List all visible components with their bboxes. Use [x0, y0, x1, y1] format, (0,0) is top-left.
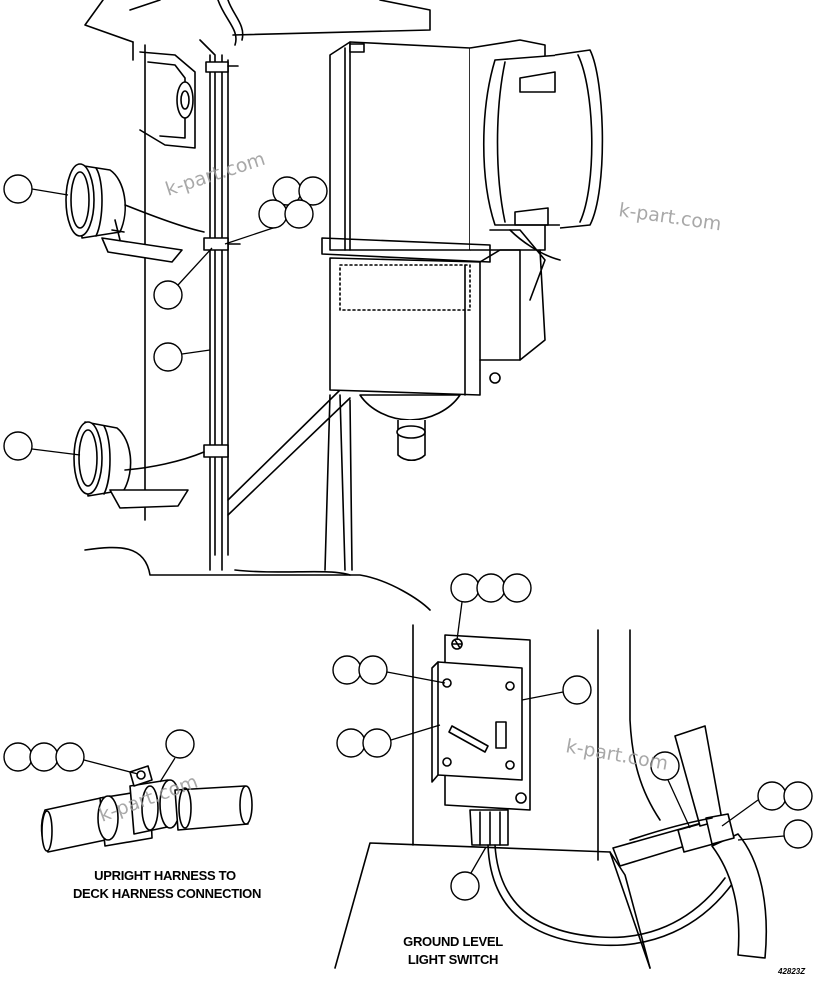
harness-caption-line1: UPRIGHT HARNESS TO	[94, 868, 236, 883]
upright-mast	[84, 0, 431, 611]
drawing-code: 42823Z	[777, 967, 806, 976]
switch-caption-line2: LIGHT SWITCH	[408, 952, 498, 967]
platform-light-housing	[479, 49, 604, 361]
watermark-2: k-part.com	[617, 199, 723, 235]
watermark-3: k-part.com	[564, 735, 670, 775]
harness-caption-line2: DECK HARNESS CONNECTION	[73, 886, 261, 901]
harness-connection-detail	[40, 765, 253, 853]
callout-bubbles	[3, 174, 813, 901]
harness-clips	[203, 61, 241, 458]
lower-work-light	[73, 421, 205, 509]
switch-caption-line1: GROUND LEVEL	[403, 934, 503, 949]
upper-work-light	[65, 163, 205, 263]
light-switch-detail	[334, 624, 768, 969]
mast-bracket	[139, 51, 196, 149]
